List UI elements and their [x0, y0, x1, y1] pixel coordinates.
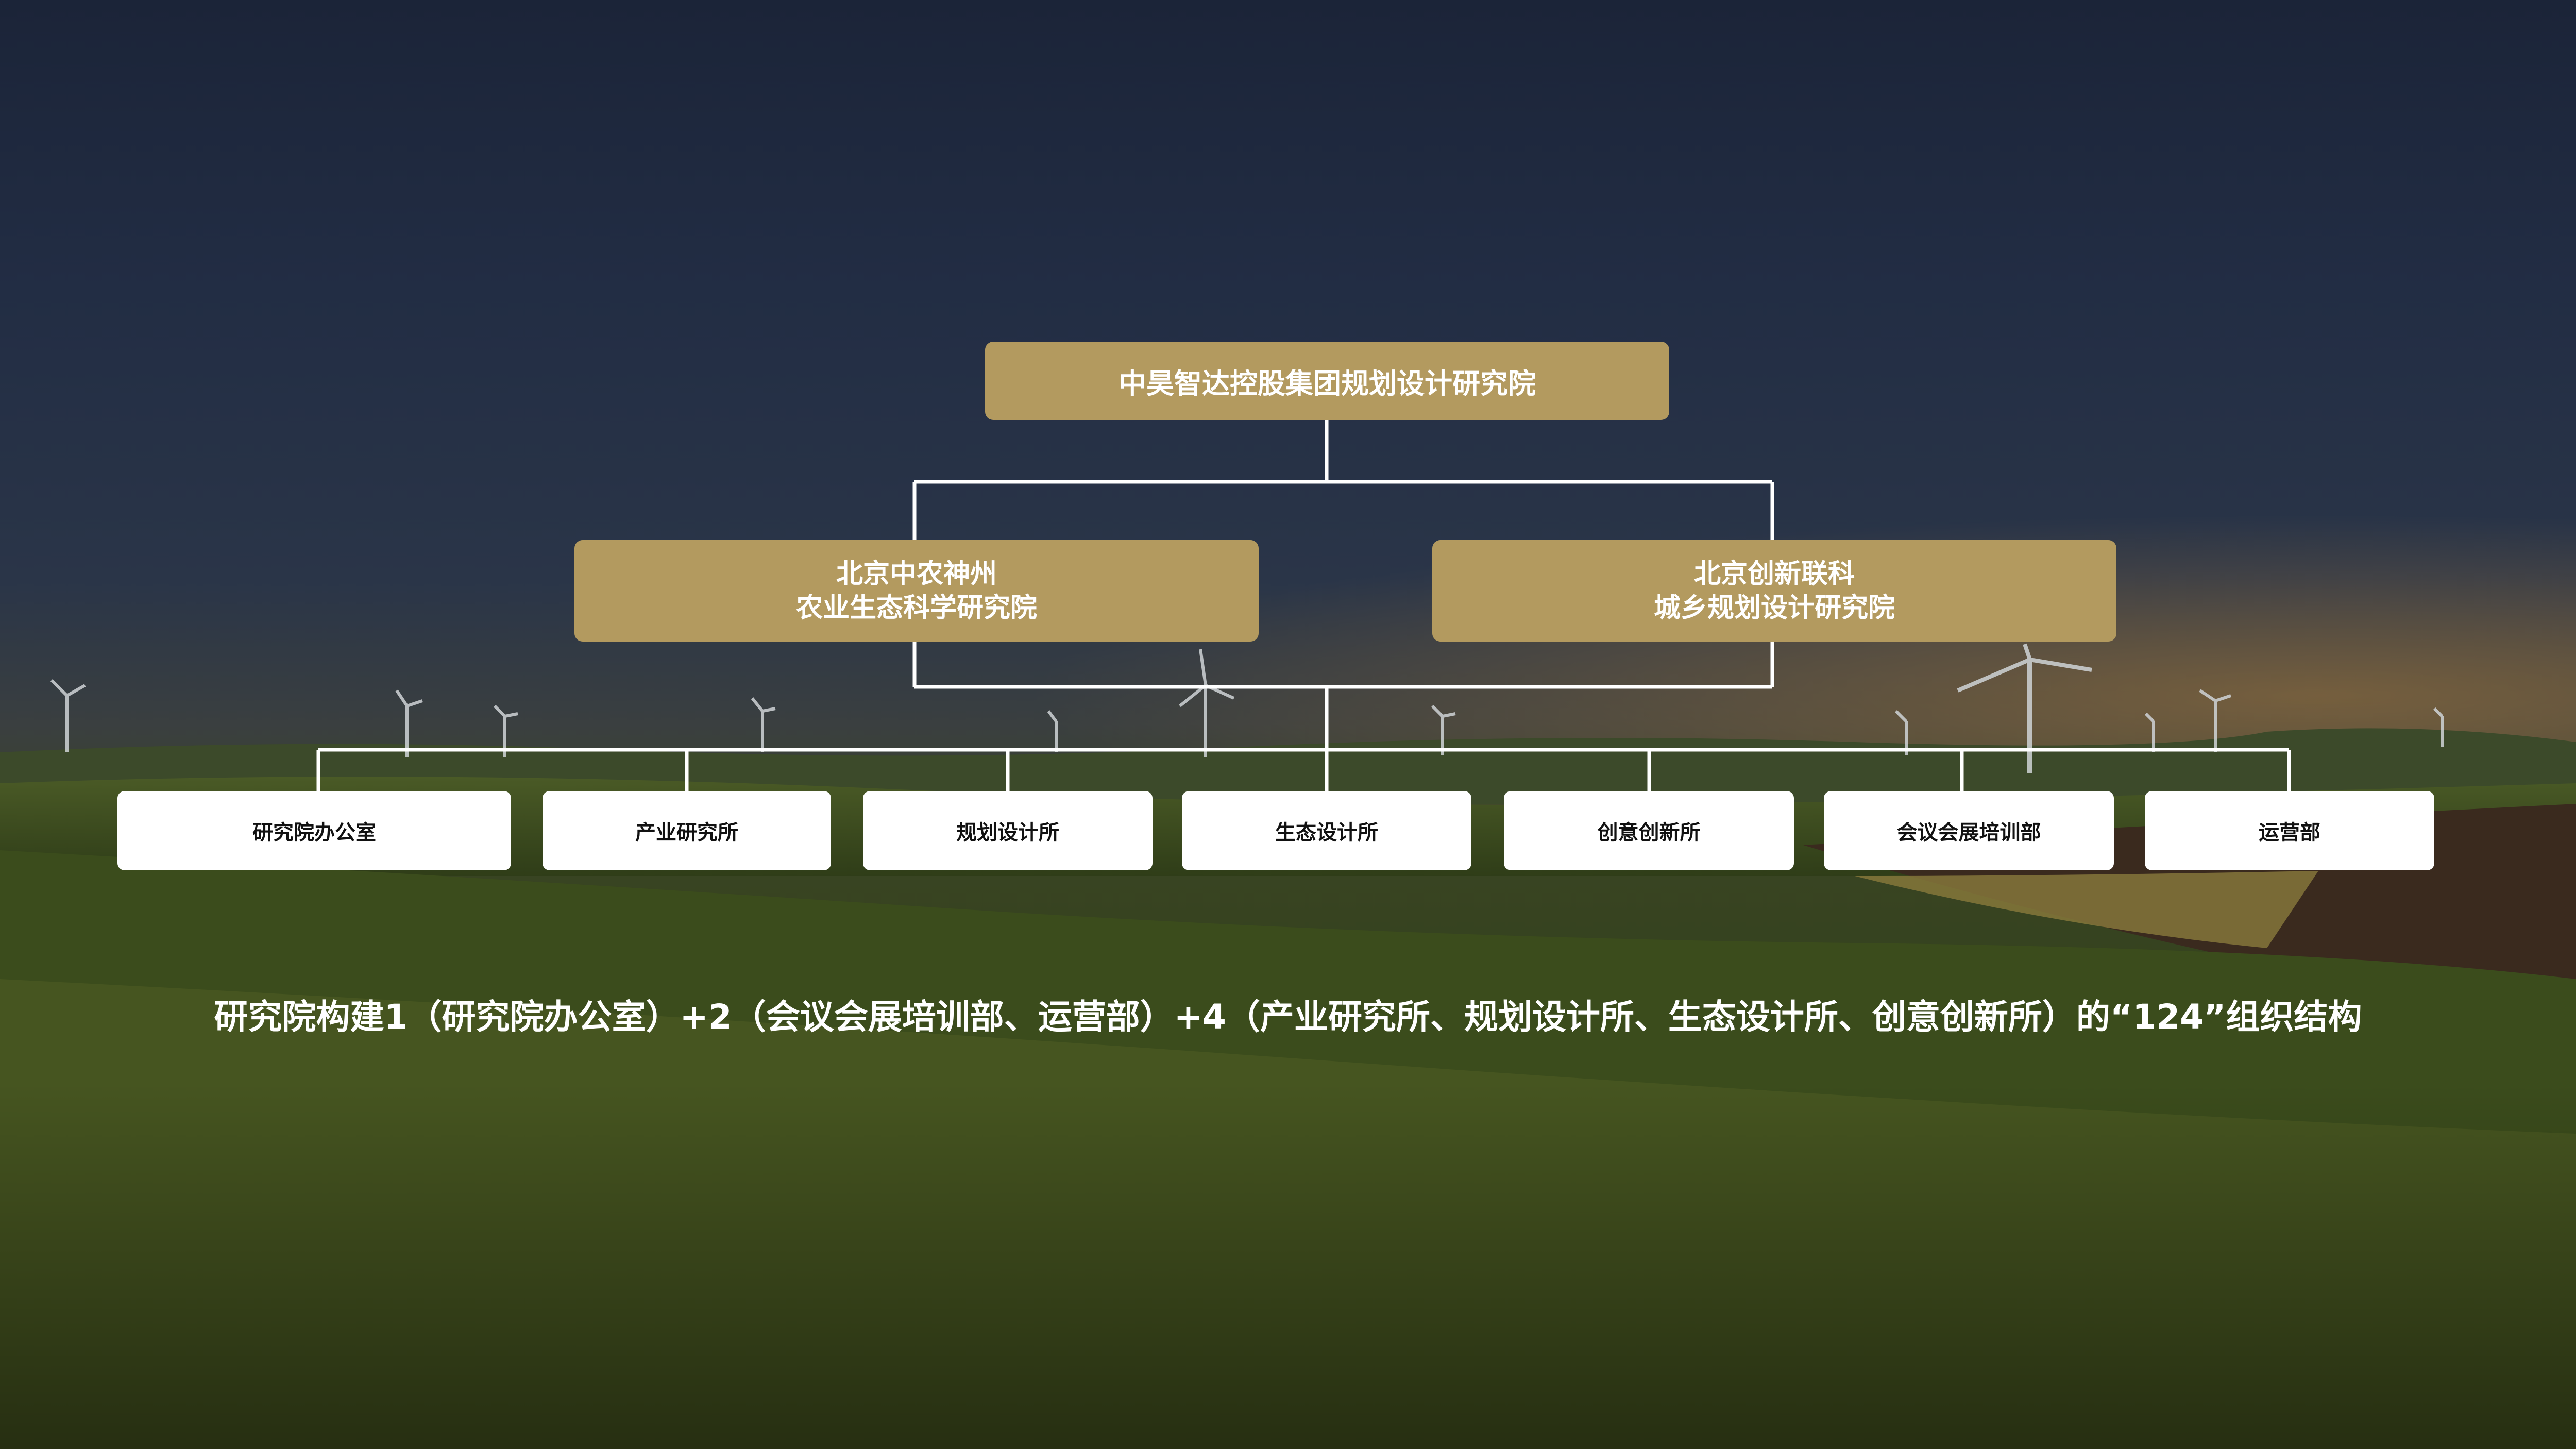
dept-ecology-label: 生态设计所 [1275, 821, 1378, 845]
institute-node-urban: 北京创新联科 城乡规划设计研究院 [1432, 540, 2116, 642]
dept-conference-label: 会议会展培训部 [1896, 821, 2041, 845]
dept-operations-label: 运营部 [2259, 821, 2320, 845]
institute-urban-line2: 城乡规划设计研究院 [1653, 592, 1895, 624]
institute-agri-line1: 北京中农神州 [836, 558, 997, 589]
dept-conference: 会议会展培训部 [1824, 791, 2114, 870]
root-node: 中昊智达控股集团规划设计研究院 [985, 342, 1669, 420]
dept-industry: 产业研究所 [543, 791, 831, 870]
dept-planning: 规划设计所 [863, 791, 1153, 870]
dept-ecology: 生态设计所 [1182, 791, 1471, 870]
institute-agri-line2: 农业生态科学研究院 [795, 592, 1037, 624]
dept-operations: 运营部 [2145, 791, 2434, 870]
dept-industry-label: 产业研究所 [635, 821, 738, 845]
dept-office: 研究院办公室 [117, 791, 511, 870]
dept-creative: 创意创新所 [1504, 791, 1794, 870]
institute-urban-line1: 北京创新联科 [1693, 558, 1855, 589]
dept-creative-label: 创意创新所 [1597, 821, 1701, 845]
yellow-field [1855, 871, 2318, 948]
structure-caption: 研究院构建1（研究院办公室）+2（会议会展培训部、运营部）+4（产业研究所、规划… [214, 997, 2362, 1037]
institute-node-agri: 北京中农神州 农业生态科学研究院 [574, 540, 1259, 642]
root-node-label: 中昊智达控股集团规划设计研究院 [1118, 367, 1536, 400]
dept-planning-label: 规划设计所 [956, 821, 1059, 845]
wind-turbines [50, 643, 2444, 773]
dept-office-label: 研究院办公室 [252, 821, 376, 845]
